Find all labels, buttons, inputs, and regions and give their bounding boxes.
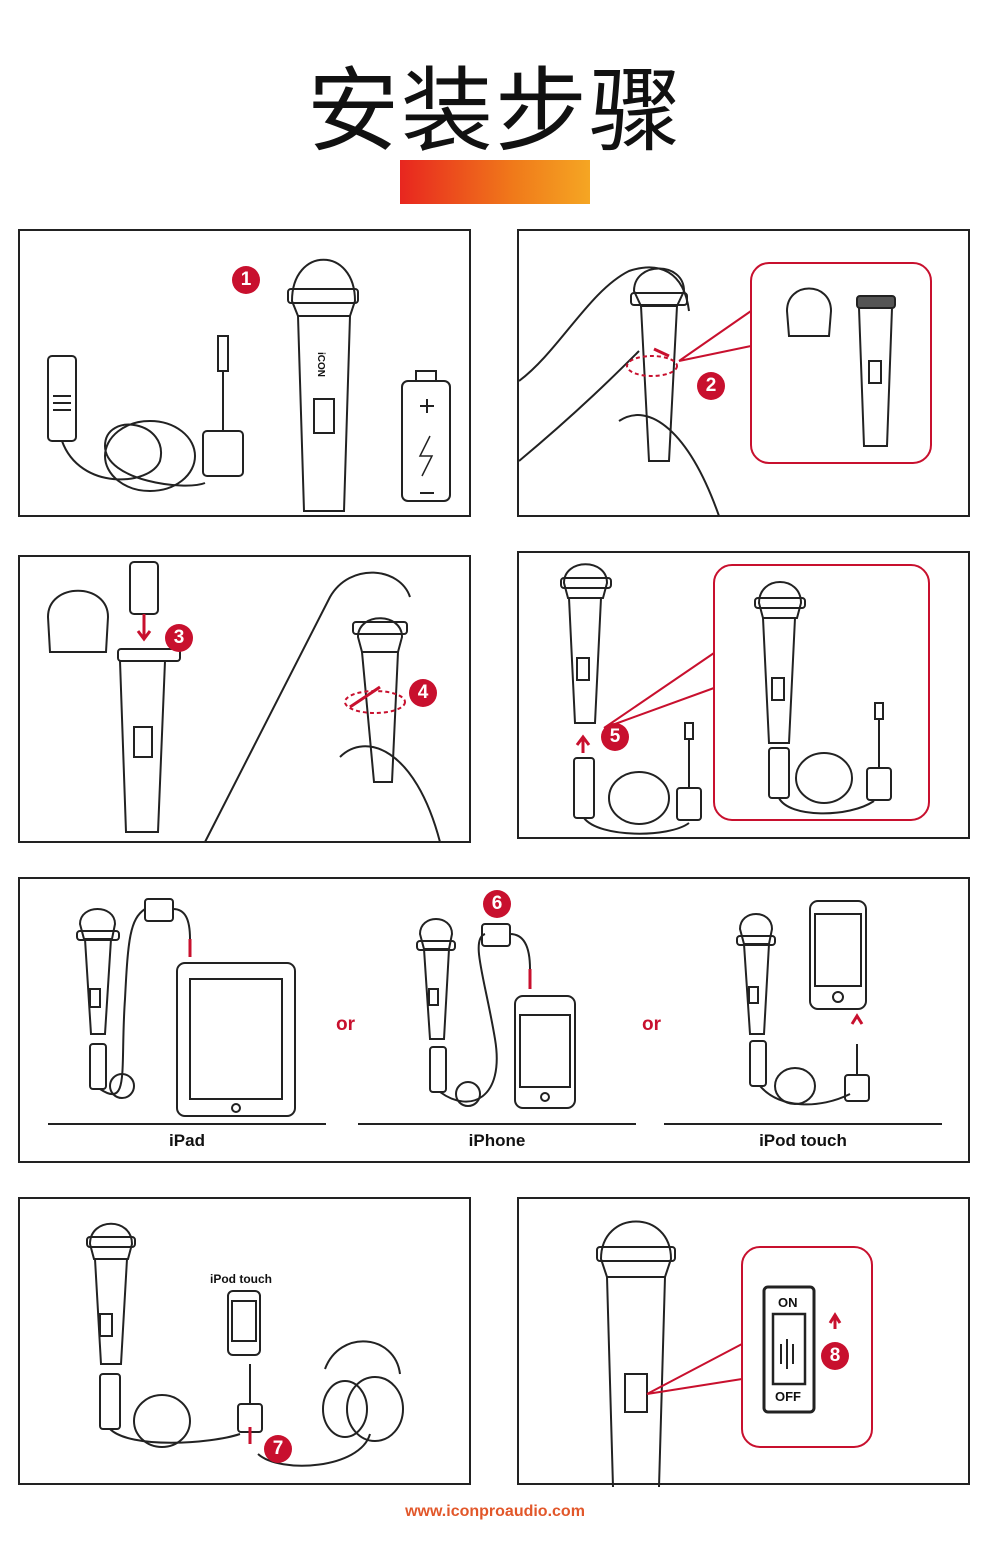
devices-illustration [48, 898, 942, 1125]
parts-illustration [47, 258, 451, 512]
step-badge-6: 6 [483, 890, 511, 918]
switch-on-label: ON [778, 1295, 798, 1310]
or-label-1: or [336, 1014, 355, 1035]
panel-step-3-4: 3 4 [18, 555, 471, 843]
panel-step-1: 1 iCON [18, 229, 471, 517]
battery-insert-illustration [46, 561, 441, 843]
panel-step-8: ON OFF 8 [517, 1197, 970, 1487]
unscrew-illustration [519, 262, 932, 517]
panel-step-7: iPod touch 7 [18, 1197, 471, 1485]
step7-device-label: iPod touch [210, 1272, 272, 1286]
step-badge-7: 7 [264, 1435, 292, 1463]
step-badge-4: 4 [409, 679, 437, 707]
device-label-ipod-touch: iPod touch [759, 1131, 847, 1150]
device-label-iphone: iPhone [468, 1131, 526, 1150]
or-label-2: or [642, 1014, 661, 1035]
step-badge-2: 2 [697, 372, 725, 400]
page-title: 安装步骤 [0, 52, 990, 204]
device-label-ipad: iPad [169, 1131, 205, 1150]
page-title-text: 安装步骤 [306, 58, 683, 165]
step-badge-1: 1 [232, 266, 260, 294]
step-badge-5: 5 [601, 723, 629, 751]
step-badge-3: 3 [165, 624, 193, 652]
title-highlight [400, 160, 590, 204]
step-badge-8: 8 [821, 1342, 849, 1370]
mic-brand-label: iCON [315, 352, 326, 377]
panel-step-6: 6 or or iPad iPhone iPod touch [18, 877, 970, 1163]
panel-step-5: 5 [517, 551, 970, 839]
mic-head [290, 258, 357, 317]
headphone-illustration [86, 1222, 404, 1467]
power-switch-illustration [596, 1220, 873, 1487]
xlr-connect-illustration [560, 563, 930, 835]
panel-step-2: 2 [517, 229, 970, 517]
switch-off-label: OFF [775, 1389, 801, 1404]
footer-url[interactable]: www.iconproaudio.com [405, 1503, 585, 1520]
